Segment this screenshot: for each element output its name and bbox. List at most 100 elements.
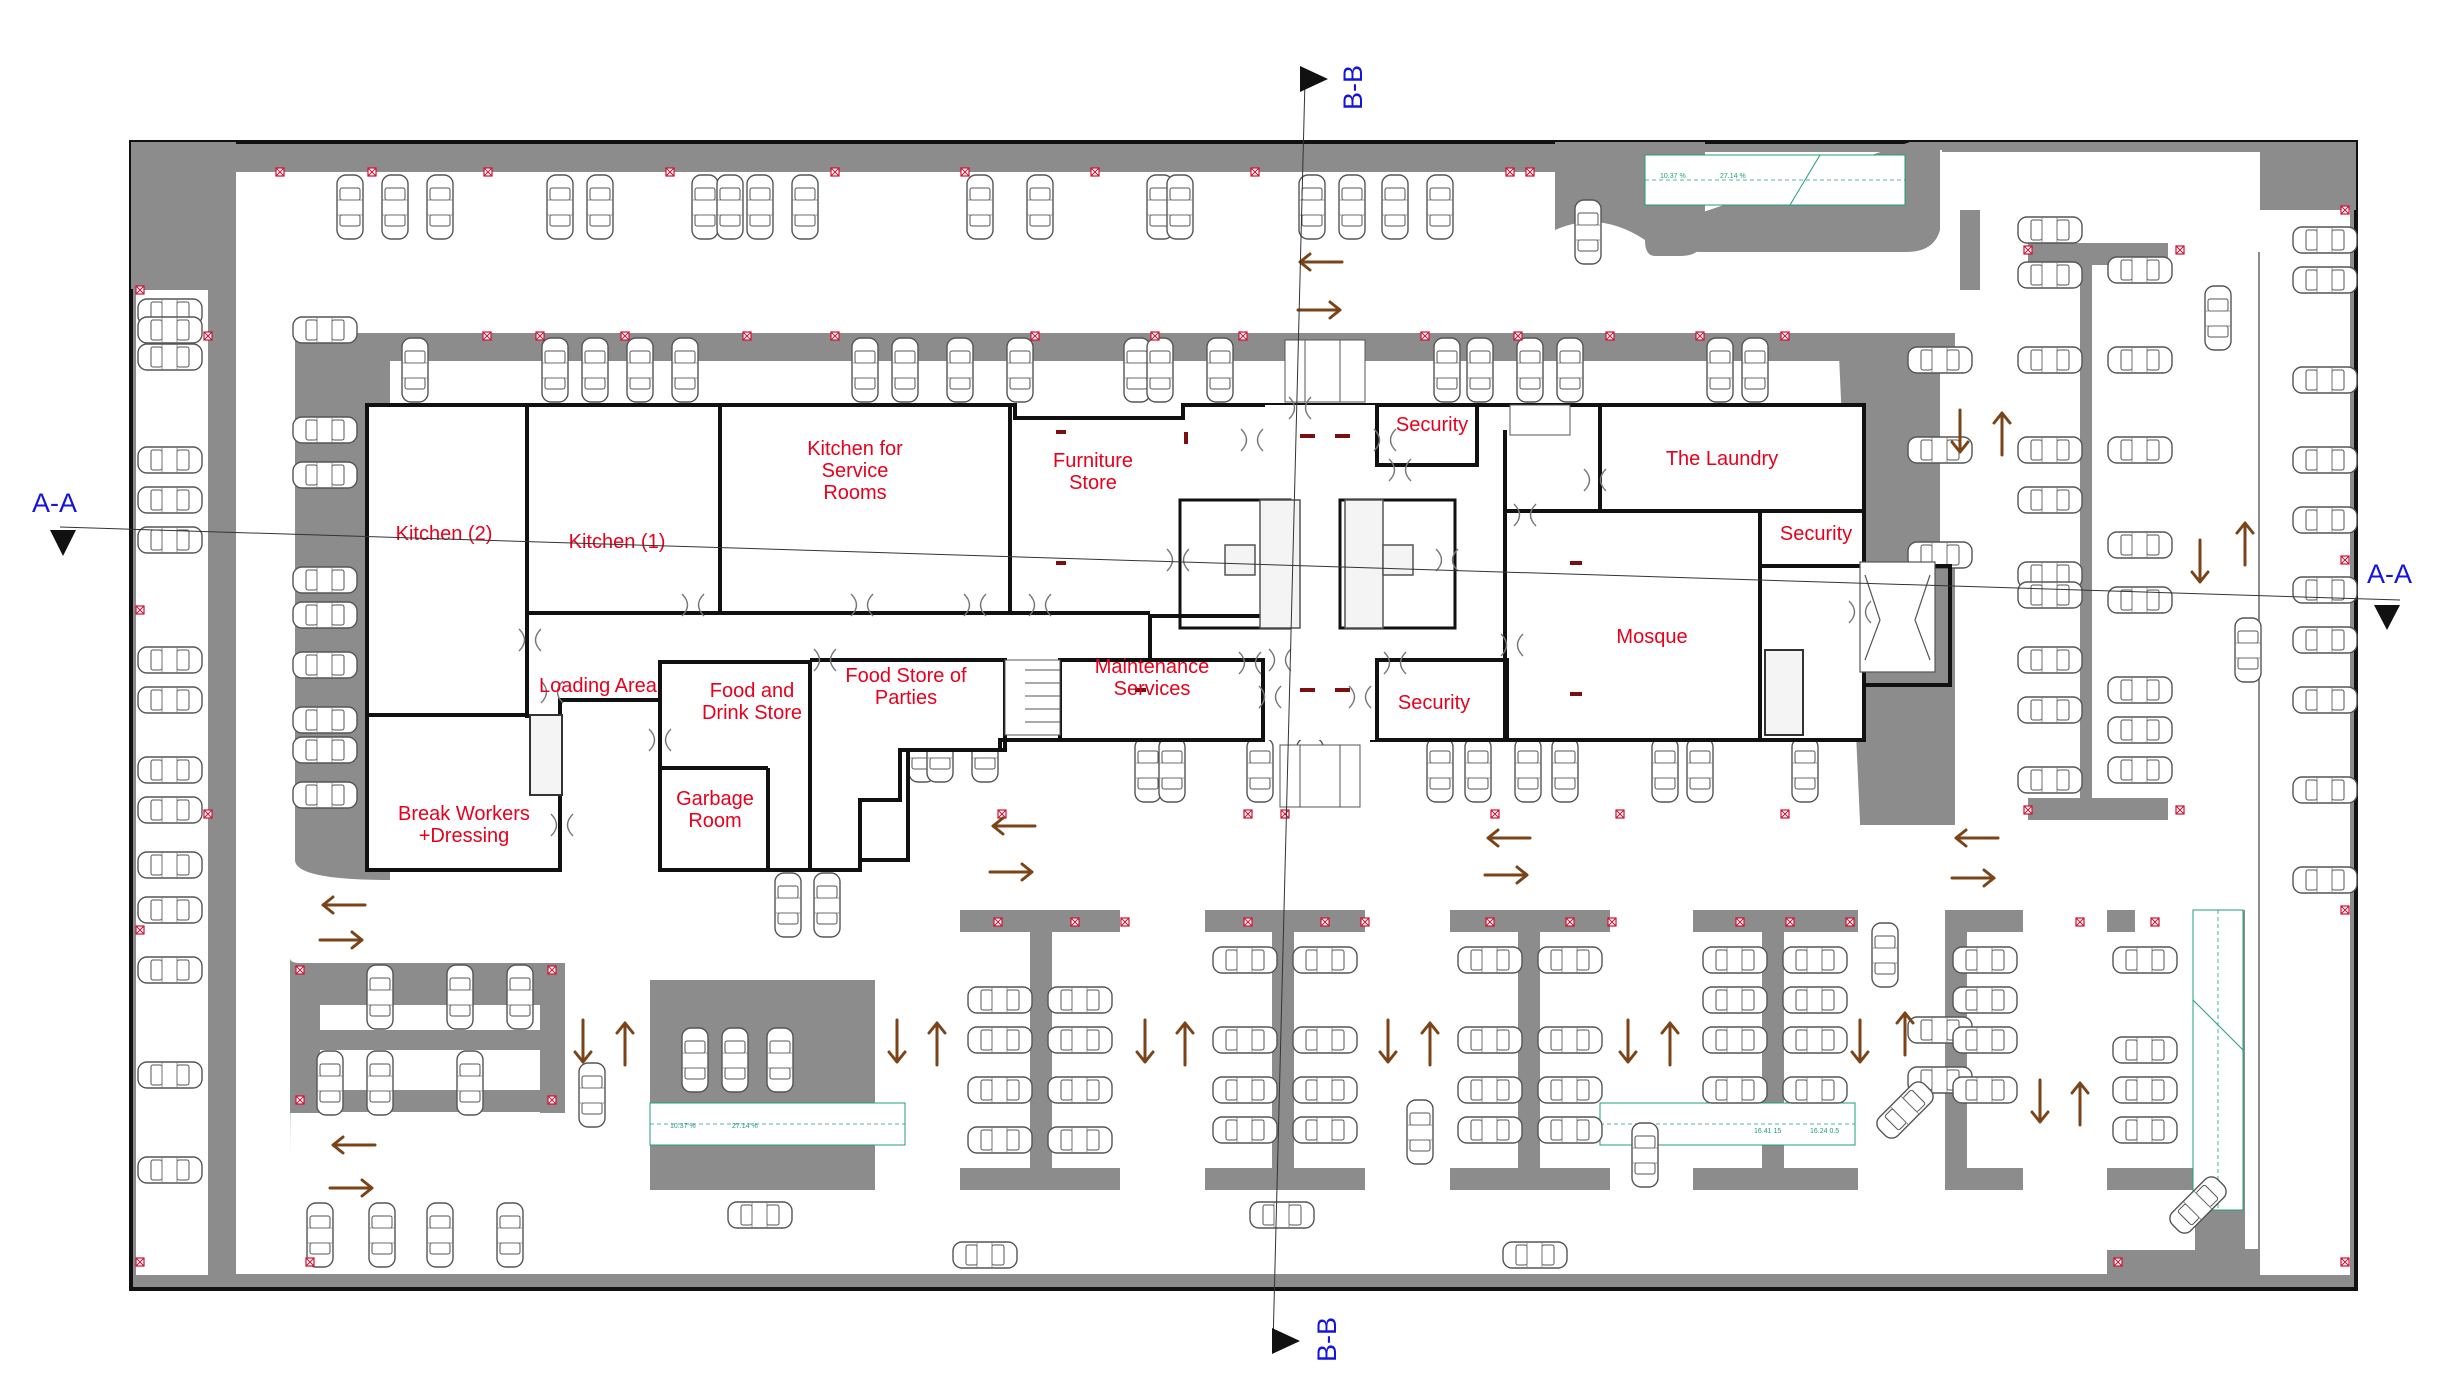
structural-column bbox=[2175, 245, 2185, 255]
traffic-arrow bbox=[1950, 408, 1970, 454]
parked-car bbox=[2292, 506, 2358, 534]
parked-car bbox=[2107, 716, 2173, 744]
room-label-line: Break Workers bbox=[398, 803, 530, 825]
room-label-line: Garbage bbox=[676, 788, 754, 810]
parked-car bbox=[1952, 986, 2018, 1014]
structural-column bbox=[295, 1095, 305, 1105]
structural-column bbox=[1565, 917, 1575, 927]
parked-car bbox=[1537, 1026, 1603, 1054]
structural-column bbox=[1607, 917, 1617, 927]
parked-car bbox=[1206, 337, 1234, 403]
room-label-line: Food Store of bbox=[845, 665, 967, 687]
section-lines: A-A A-A B-B B-B bbox=[32, 65, 2412, 1362]
room-label-line: Service bbox=[822, 460, 889, 482]
structural-column bbox=[135, 285, 145, 295]
parked-car bbox=[2292, 226, 2358, 254]
room-label: Loading Area bbox=[539, 675, 658, 697]
parked-car bbox=[681, 1027, 709, 1093]
parked-car bbox=[851, 337, 879, 403]
parked-car bbox=[1047, 1076, 1113, 1104]
room-label-line: Food and bbox=[710, 680, 795, 702]
parked-car bbox=[292, 316, 358, 344]
structural-column bbox=[305, 1257, 315, 1267]
parked-car bbox=[1551, 737, 1579, 803]
parked-car bbox=[546, 174, 574, 240]
parked-car bbox=[2017, 216, 2083, 244]
parked-car bbox=[2204, 285, 2232, 351]
structural-column bbox=[2023, 805, 2033, 815]
parked-car bbox=[2292, 626, 2358, 654]
parked-car bbox=[813, 872, 841, 938]
parked-car bbox=[1047, 1126, 1113, 1154]
room-label: Mosque bbox=[1616, 626, 1687, 648]
parked-car bbox=[1292, 1026, 1358, 1054]
structural-column bbox=[203, 809, 213, 819]
structural-column bbox=[2023, 245, 2033, 255]
parked-car bbox=[426, 1202, 454, 1268]
structural-column bbox=[1070, 917, 1080, 927]
room-label-line: Rooms bbox=[823, 482, 886, 504]
traffic-arrow bbox=[1298, 252, 1344, 272]
parked-car bbox=[1556, 337, 1584, 403]
parked-car bbox=[292, 601, 358, 629]
structural-column bbox=[1615, 809, 1625, 819]
parked-car bbox=[2292, 686, 2358, 714]
structural-column bbox=[135, 1257, 145, 1267]
traffic-arrow bbox=[887, 1018, 907, 1064]
parked-car bbox=[721, 1027, 749, 1093]
parked-car bbox=[1791, 737, 1819, 803]
parked-car bbox=[292, 651, 358, 679]
structural-column bbox=[1780, 331, 1790, 341]
structural-column bbox=[1513, 331, 1523, 341]
room-label-line: Drink Store bbox=[702, 702, 802, 724]
traffic-arrow bbox=[573, 1018, 593, 1064]
traffic-arrow bbox=[1660, 1021, 1680, 1067]
parked-car bbox=[1381, 174, 1409, 240]
room-label-line: Security bbox=[1396, 414, 1468, 436]
room-label-line: Store bbox=[1069, 472, 1117, 494]
parked-car bbox=[2112, 946, 2178, 974]
parked-car bbox=[1782, 1026, 1848, 1054]
parked-car bbox=[456, 1050, 484, 1116]
room-label-line: +Dressing bbox=[419, 825, 510, 847]
structural-column bbox=[960, 167, 970, 177]
room-label-line: Maintenance bbox=[1095, 656, 1210, 678]
traffic-arrow bbox=[2030, 1078, 2050, 1124]
building bbox=[365, 339, 1952, 872]
parked-car bbox=[581, 337, 609, 403]
parked-car bbox=[1741, 337, 1769, 403]
parked-car bbox=[1466, 337, 1494, 403]
structural-column bbox=[830, 167, 840, 177]
room-label: The Laundry bbox=[1666, 448, 1778, 470]
structural-column bbox=[135, 605, 145, 615]
parked-car bbox=[2107, 346, 2173, 374]
parked-car bbox=[1426, 174, 1454, 240]
room-label: Kitchen (1) bbox=[569, 531, 666, 553]
parked-car bbox=[292, 416, 358, 444]
parked-car bbox=[137, 446, 203, 474]
traffic-arrow bbox=[318, 930, 364, 950]
parked-car bbox=[2292, 366, 2358, 394]
parked-car bbox=[1651, 737, 1679, 803]
room-label: Break Workers+Dressing bbox=[398, 803, 530, 847]
parked-car bbox=[1246, 737, 1274, 803]
room-label-line: Room bbox=[688, 810, 741, 832]
traffic-arrow bbox=[1850, 1018, 1870, 1064]
traffic-arrow bbox=[321, 895, 367, 915]
parked-car bbox=[1212, 1026, 1278, 1054]
parked-car bbox=[2292, 446, 2358, 474]
traffic-arrow bbox=[1618, 1018, 1638, 1064]
traffic-arrow bbox=[1296, 300, 1342, 320]
parked-car bbox=[891, 337, 919, 403]
parked-car bbox=[506, 964, 534, 1030]
structural-column bbox=[1360, 917, 1370, 927]
parked-car bbox=[137, 956, 203, 984]
parked-car bbox=[137, 646, 203, 674]
structural-column bbox=[1785, 917, 1795, 927]
traffic-arrow bbox=[2070, 1081, 2090, 1127]
parked-car bbox=[366, 964, 394, 1030]
structural-column bbox=[1150, 331, 1160, 341]
